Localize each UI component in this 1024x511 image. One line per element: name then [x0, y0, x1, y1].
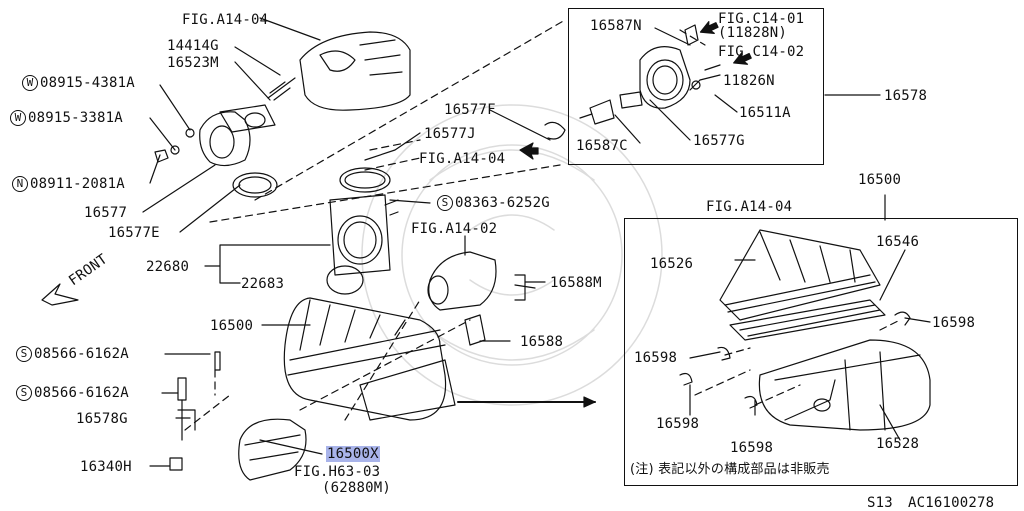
label-16523m[interactable]: 16523M: [167, 55, 219, 71]
arrow-fig-c14-01: [699, 21, 719, 34]
clamp-16577f: [544, 121, 566, 140]
detail-box-16578: [568, 8, 824, 165]
afm-housing: [329, 194, 391, 276]
intake-duct: [238, 418, 307, 481]
label-16340h[interactable]: 16340H: [80, 459, 132, 475]
box-leaders: [614, 27, 738, 144]
label-fig-a14-04-top[interactable]: FIG.A14-04: [182, 12, 269, 28]
label-fig-c14-01[interactable]: FIG.C14-01: [718, 11, 805, 27]
filter-cover-16526: [719, 229, 881, 321]
label-16578g[interactable]: 16578G: [76, 411, 128, 427]
label-16587n[interactable]: 16587N: [590, 18, 642, 34]
duct-top: [299, 31, 411, 111]
label-s2-number: 08566-6162A: [34, 385, 129, 401]
label-16598-a[interactable]: 16598: [932, 315, 976, 331]
filter-element-16546: [729, 299, 886, 341]
label-16577f[interactable]: 16577F: [444, 102, 496, 118]
connector-16587c: [589, 99, 615, 125]
gasket: [219, 104, 276, 133]
label-16578[interactable]: 16578: [884, 88, 928, 104]
label-16577e[interactable]: 16577E: [108, 225, 160, 241]
front-arrow: [41, 283, 79, 306]
label-16528[interactable]: 16528: [876, 436, 920, 452]
label-16577j[interactable]: 16577J: [424, 126, 476, 142]
arrow-fig-c14-02: [733, 51, 752, 65]
label-fig-a14-04-mid[interactable]: FIG.A14-04: [419, 151, 506, 167]
label-16598-b[interactable]: 16598: [634, 350, 678, 366]
screw-symbol: S: [16, 346, 32, 362]
bolts: [169, 351, 221, 471]
label-16511a[interactable]: 16511A: [739, 105, 791, 121]
screw-symbol: S: [437, 195, 453, 211]
maf-sensor: [639, 46, 691, 109]
nut-symbol: N: [12, 176, 28, 192]
label-16577g[interactable]: 16577G: [693, 133, 745, 149]
clamp-16577e: [232, 172, 278, 198]
screw-symbol: S: [16, 385, 32, 401]
label-w1-number: 08915-4381A: [40, 75, 135, 91]
label-fig-a14-04-box[interactable]: FIG.A14-04: [706, 199, 793, 215]
label-22680[interactable]: 22680: [146, 259, 190, 275]
label-22683[interactable]: 22683: [241, 276, 285, 292]
arrow-fig-a14-04: [519, 142, 539, 160]
label-fig-a14-02[interactable]: FIG.A14-02: [411, 221, 498, 237]
label-11828n: (11828N): [718, 25, 788, 41]
leader-lines: [142, 17, 931, 467]
clamp-spring: [267, 77, 296, 101]
label-s3-number: 08363-6252G: [455, 195, 550, 211]
filter-case-16528: [758, 339, 931, 431]
label-s1-number: 08566-6162A: [34, 346, 129, 362]
label-14414g[interactable]: 14414G: [167, 38, 219, 54]
footer-code-left: S13: [867, 495, 893, 511]
label-16577[interactable]: 16577: [84, 205, 128, 221]
label-11826n[interactable]: 11826N: [723, 73, 775, 89]
label-fig-h63-03[interactable]: FIG.H63-03: [294, 464, 381, 480]
label-16587c[interactable]: 16587C: [576, 138, 628, 154]
label-n1-number: 08911-2081A: [30, 176, 125, 192]
detail-box-16500: [624, 218, 1018, 486]
label-fig-c14-02[interactable]: FIG.C14-02: [718, 44, 805, 60]
air-cleaner-main: [283, 297, 447, 421]
clips-16598: [679, 311, 911, 409]
label-16546[interactable]: 16546: [876, 234, 920, 250]
watermark: [361, 104, 663, 406]
label-16526[interactable]: 16526: [650, 256, 694, 272]
label-16500-header[interactable]: 16500: [858, 172, 902, 188]
label-62880m: (62880M): [322, 480, 392, 496]
washer-symbol: W: [10, 110, 26, 126]
label-note: (注) 表記以外の構成部品は非販売: [630, 462, 830, 477]
duct-a14-02: [428, 251, 497, 311]
label-16588m[interactable]: 16588M: [550, 275, 602, 291]
label-16598-c[interactable]: 16598: [656, 416, 700, 432]
washer-symbol: W: [22, 75, 38, 91]
label-16588[interactable]: 16588: [520, 334, 564, 350]
footer-code-right: AC16100278: [908, 495, 995, 511]
label-16598-d[interactable]: 16598: [730, 440, 774, 456]
adaptor-16577: [199, 111, 251, 167]
label-w2-number: 08915-3381A: [28, 110, 123, 126]
label-16500-main[interactable]: 16500: [210, 318, 254, 334]
label-16500x-highlighted[interactable]: 16500X: [326, 446, 380, 462]
